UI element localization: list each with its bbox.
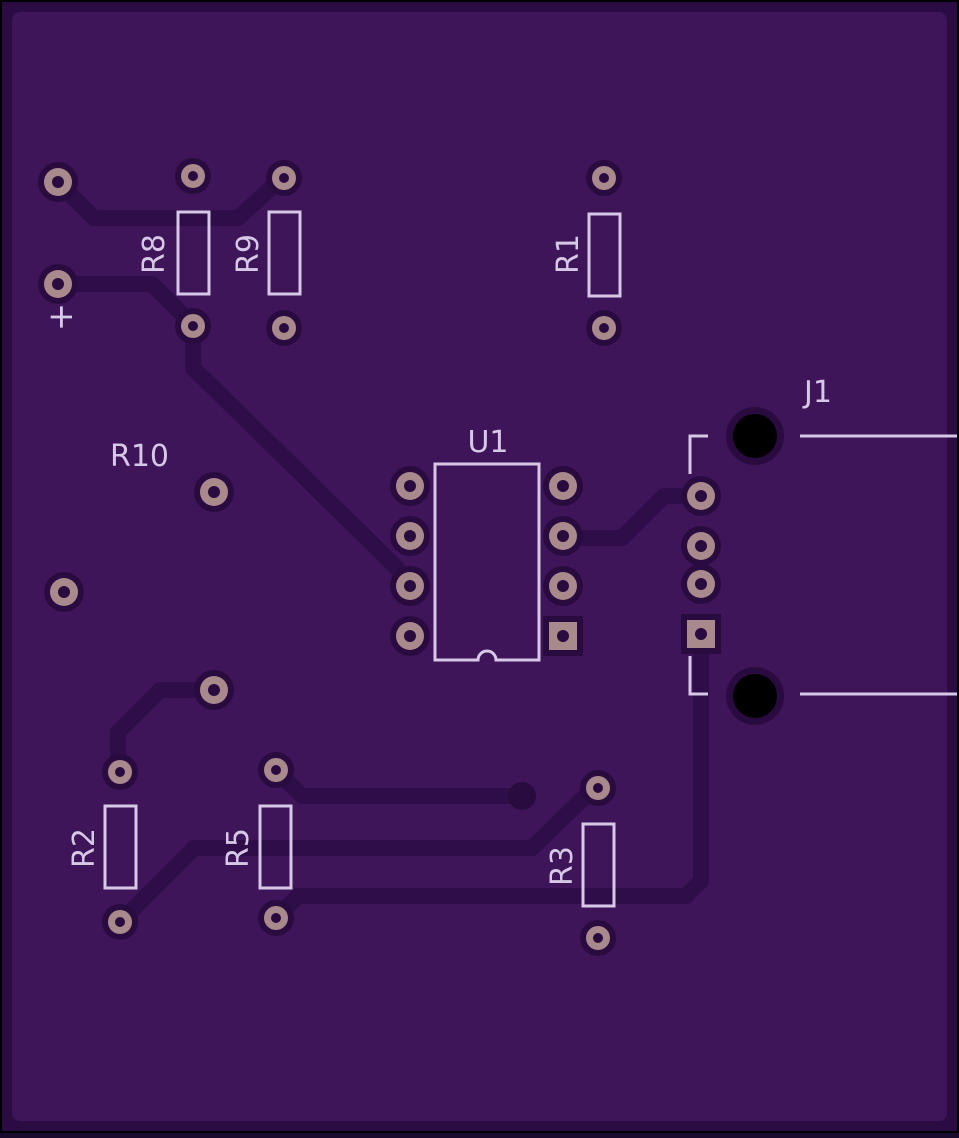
trace-r2-to-r3 [112, 778, 604, 930]
pad-r9-1 [266, 160, 302, 196]
r3-body [581, 822, 616, 908]
label-r5: R5 [221, 828, 256, 868]
pad-r2-1 [102, 754, 138, 790]
pad-plus-top [38, 162, 78, 202]
pad-u1-1 [390, 466, 430, 506]
j1-mount-holes [726, 407, 784, 725]
pad-r8-1 [175, 158, 211, 194]
pad-r8-2 [175, 308, 211, 344]
r1-body [587, 212, 622, 298]
label-r9: R9 [231, 234, 266, 274]
pad-r9-2 [266, 310, 302, 346]
pad-u1-3 [390, 566, 430, 606]
pad-plus [38, 264, 78, 304]
pad-r10-3 [194, 670, 234, 710]
pad-u1-6 [543, 566, 583, 606]
trace-r10-to-r2 [110, 682, 222, 780]
pad-u1-2 [390, 516, 430, 556]
pad-r1-1 [586, 160, 622, 196]
r5-body [258, 804, 293, 890]
trace-plus-to-u1 [50, 276, 418, 592]
u1-body [433, 462, 541, 662]
j1-outline-top [688, 434, 708, 474]
pad-r10-2 [44, 572, 84, 612]
label-r2: R2 [67, 828, 102, 868]
label-r3: R3 [545, 846, 580, 886]
pad-r2-2 [102, 904, 138, 940]
pad-j1-3 [681, 564, 721, 604]
pad-r5-2 [258, 900, 294, 936]
label-r1: R1 [551, 234, 586, 274]
square-pads [543, 614, 721, 656]
pad-j1-1 [681, 476, 721, 516]
board-fill [12, 12, 947, 1121]
pad-r10-1 [194, 472, 234, 512]
r8-body [176, 210, 211, 296]
label-plus: + [41, 303, 81, 332]
r2-body [103, 804, 138, 890]
trace-top-left [50, 170, 290, 226]
silk-labels: R8 R9 R1 + R10 U1 J1 R2 R5 R3 [41, 234, 832, 886]
pad-j1-4-square [681, 614, 721, 654]
pad-r3-1 [580, 770, 616, 806]
pad-r1-2 [586, 310, 622, 346]
pad-r5-1 [258, 752, 294, 788]
round-pads [38, 158, 721, 956]
pad-u1-4 [390, 616, 430, 656]
label-r8: R8 [137, 234, 172, 274]
pad-u1-8 [543, 466, 583, 506]
trace-r5-to-j1 [268, 626, 709, 926]
label-j1: J1 [802, 375, 832, 410]
j1-outline-bottom [688, 656, 708, 696]
r9-body [267, 210, 302, 296]
label-r10: R10 [110, 439, 169, 474]
silkscreen [103, 210, 957, 908]
pad-u1-7 [543, 516, 583, 556]
pad-j1-2 [681, 526, 721, 566]
label-u1: U1 [467, 425, 508, 460]
via [508, 782, 536, 810]
pad-u1-5-square [543, 616, 583, 656]
pad-r3-2 [580, 920, 616, 956]
